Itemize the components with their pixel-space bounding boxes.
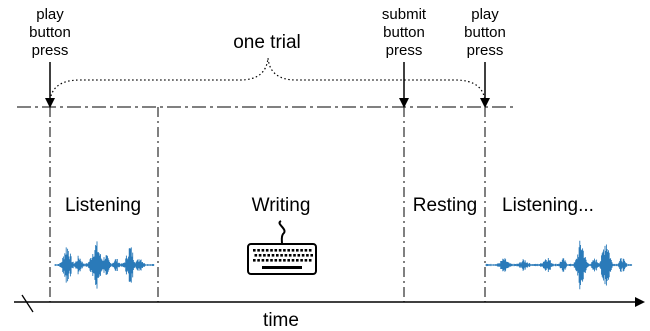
svg-text:press: press: [386, 42, 423, 59]
svg-text:press: press: [467, 42, 504, 59]
phase-label-resting: Resting: [413, 195, 477, 216]
svg-text:button: button: [464, 24, 506, 41]
svg-text:submit: submit: [382, 6, 427, 23]
play-button-press-label-2: play button press: [464, 6, 506, 59]
phase-label-listening: Listening: [65, 195, 141, 216]
play-button-press-label-1: play button press: [29, 6, 71, 59]
svg-text:press: press: [32, 42, 69, 59]
svg-text:play: play: [471, 6, 499, 23]
svg-text:play: play: [36, 6, 64, 23]
audio-waveform-icon: [54, 241, 155, 289]
keyboard-icon: [247, 220, 317, 275]
one-trial-label: one trial: [233, 32, 301, 53]
svg-text:button: button: [29, 24, 71, 41]
submit-button-press-label: submit button press: [382, 6, 427, 59]
trial-brace: [49, 57, 486, 105]
axis-break-mark: [21, 294, 34, 313]
phase-label-listening-next: Listening...: [502, 195, 594, 216]
svg-text:button: button: [383, 24, 425, 41]
phase-label-writing: Writing: [252, 195, 311, 216]
time-axis-label: time: [263, 310, 299, 331]
audio-waveform-icon: [485, 240, 633, 290]
